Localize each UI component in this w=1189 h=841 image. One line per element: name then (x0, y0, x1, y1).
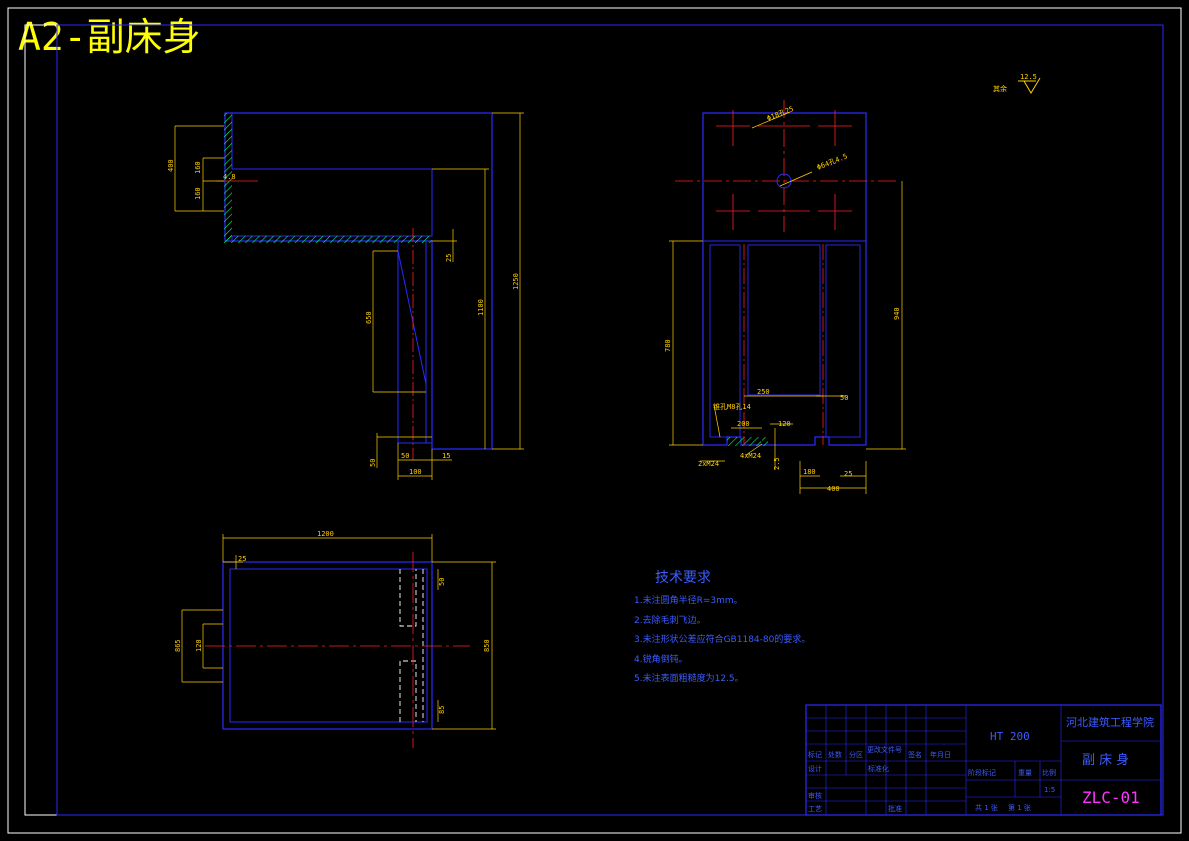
side-label-cone-hole: 锥孔M8孔14 (713, 402, 751, 411)
top-dim-1200: 1200 (317, 530, 334, 538)
tb-material: HT 200 (990, 730, 1030, 743)
tech-item-2: 2.去除毛刺飞边。 (634, 614, 706, 626)
tb-label-date: 年月日 (930, 750, 951, 759)
top-dim-120: 120 (195, 639, 203, 652)
side-dim-120: 120 (778, 420, 791, 428)
front-dim-100: 100 (409, 468, 422, 476)
side-label-4xm24: 4xM24 (740, 452, 761, 460)
tb-label-weight: 重量 (1018, 769, 1032, 777)
tech-item-4: 4.锐角倒钝。 (634, 653, 688, 665)
roughness-symbol: 其余 12.5 (993, 73, 1041, 94)
side-dim-180: 180 (803, 468, 816, 476)
front-dim-50b: 50 (369, 459, 377, 467)
drawing-border (56, 24, 1164, 816)
tb-school: 河北建筑工程学院 (1066, 715, 1154, 729)
side-dim-400: 400 (827, 485, 840, 493)
hatch-wall-left (224, 113, 232, 241)
front-dim-1100: 1100 (477, 299, 485, 316)
side-dim-780: 780 (664, 339, 672, 352)
tb-scale-value: 1:5 (1044, 786, 1055, 794)
side-dim-200: 200 (737, 420, 750, 428)
top-view: 1200 25 865 120 850 50 85 (174, 530, 496, 748)
hatch-wall-bottom (224, 236, 432, 243)
tb-drawing-number: ZLC-01 (1082, 788, 1140, 807)
tb-label-design: 设计 (808, 764, 822, 773)
tb-label-zone: 分区 (849, 750, 863, 759)
front-dim-400: 400 (167, 159, 175, 172)
top-dim-50: 50 (438, 578, 446, 586)
top-dim-850: 850 (483, 639, 491, 652)
svg-text:其余: 其余 (993, 84, 1007, 93)
side-dim-50: 50 (840, 394, 848, 402)
sheet-title: A2-副床身 (18, 15, 201, 59)
inner-frame (24, 24, 1164, 816)
tb-label-review: 审核 (808, 791, 822, 800)
front-dim-4-8: 4.8 (223, 173, 236, 181)
top-dim-25: 25 (238, 555, 246, 563)
outer-frame (7, 7, 1182, 834)
side-dim-phi64: Φ64孔4.5 (816, 152, 849, 172)
tech-item-3: 3.未注形状公差应符合GB1184-80的要求。 (634, 633, 810, 645)
tb-label-scale: 比例 (1042, 768, 1056, 777)
tb-label-approve: 批准 (888, 804, 902, 813)
front-dim-50: 50 (401, 452, 409, 460)
tb-part-name: 副 床 身 (1082, 752, 1129, 768)
front-view: 400 160 160 1250 1100 650 25 50 100 15 5… (167, 112, 524, 480)
top-dim-85: 85 (438, 706, 446, 714)
title-block: 标记 处数 分区 更改文件号 签名 年月日 设计 标准化 审核 工艺 批准 阶段… (805, 704, 1162, 816)
side-dim-2-5: 2.5 (773, 457, 781, 470)
tech-requirements: 技术要求 1.未注圆角半径R=3mm。 2.去除毛刺飞边。 3.未注形状公差应符… (634, 570, 810, 684)
tb-total-sheets: 共 1 张 (975, 803, 998, 812)
tb-sheet-number: 第 1 张 (1008, 803, 1031, 812)
front-dim-650: 650 (365, 311, 373, 324)
front-dim-15: 15 (442, 452, 450, 460)
front-dim-160b: 160 (194, 187, 202, 200)
front-dim-25: 25 (445, 254, 453, 262)
tech-item-1: 1.未注圆角半径R=3mm。 (634, 594, 743, 606)
tech-item-5: 5.未注表面粗糙度为12.5。 (634, 672, 744, 684)
top-dim-865: 865 (174, 639, 182, 652)
front-dim-160a: 160 (194, 161, 202, 174)
tech-requirements-heading: 技术要求 (655, 570, 711, 586)
front-dim-1250: 1250 (512, 273, 520, 290)
tb-label-standard: 标准化 (868, 764, 889, 773)
side-dim-25: 25 (844, 470, 852, 478)
svg-text:12.5: 12.5 (1020, 73, 1037, 81)
side-dim-250: 250 (757, 388, 770, 396)
side-label-2xm24: 2xM24 (698, 460, 719, 468)
tb-label-count: 处数 (828, 750, 842, 759)
side-dim-940: 940 (893, 307, 901, 320)
tb-label-change-doc: 更改文件号 (867, 745, 902, 754)
tb-label-process: 工艺 (808, 805, 822, 813)
tb-label-sign: 签名 (908, 750, 922, 759)
tb-label-mark: 标记 (808, 750, 822, 759)
tb-label-stage: 阶段标记 (968, 768, 996, 777)
side-dim-phi18: Φ18孔25 (766, 105, 795, 123)
side-view: Φ18孔25 Φ64孔4.5 780 940 250 50 200 120 2.… (664, 100, 906, 494)
